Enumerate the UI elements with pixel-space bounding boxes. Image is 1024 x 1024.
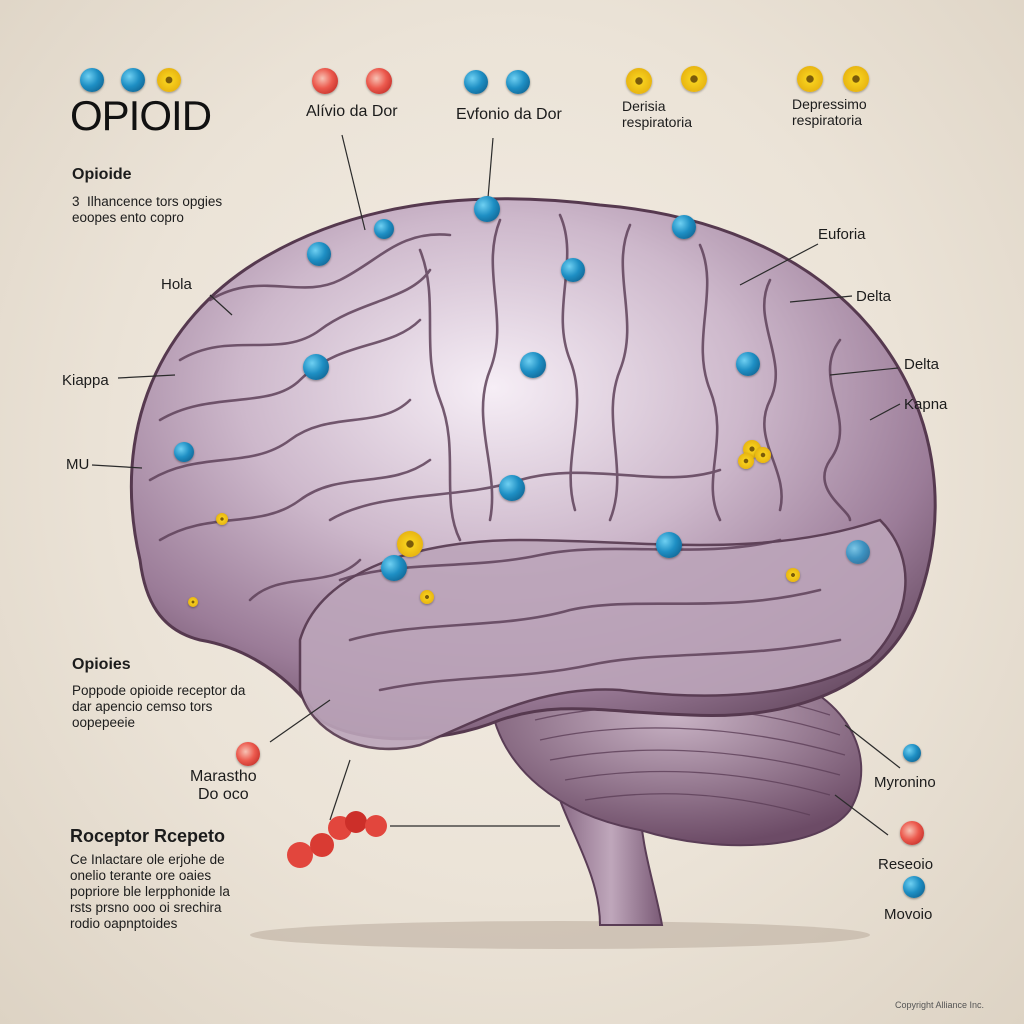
receptor-dot: [307, 242, 331, 266]
receptor-dot: [303, 354, 329, 380]
receptor-line1: Ce Inlactare ole erjohe de: [70, 852, 225, 867]
marker-line2: Do oco: [198, 786, 249, 803]
section-line2: eoopes ento copro: [72, 210, 184, 225]
label-depresia-line1: Derisia: [622, 98, 666, 114]
receptor-dot: [216, 513, 228, 525]
legend-dot-red-1: [312, 68, 338, 94]
legend-dot-blue-3: [464, 70, 488, 94]
section-heading-opioide: Opioide: [72, 166, 132, 183]
label-depresia-line2: respiratoria: [622, 114, 693, 130]
label-kappa: Kiappa: [62, 372, 109, 389]
receptor-dot: [520, 352, 546, 378]
copyright-text: Copyright Alliance Inc.: [894, 1000, 984, 1010]
mid-line1: Poppode opioide receptor da: [72, 683, 246, 698]
receptor-dot: [656, 532, 682, 558]
receptor-dot: [381, 555, 407, 581]
legend-dot-yellow-5: [843, 66, 869, 92]
label-euforia: Euforia: [818, 226, 866, 243]
label-mu: MU: [66, 456, 90, 473]
label-depressimo: Depressimo respiratoria: [792, 96, 867, 128]
receptor-dot: [374, 219, 394, 239]
mid-line3: oopepeeie: [72, 715, 136, 730]
cerebellum-folds: [534, 685, 846, 816]
label-kapna: Kapna: [904, 396, 948, 413]
label-depressimo-line1: Depressimo: [792, 96, 867, 112]
label-movoio: Movoio: [884, 906, 933, 923]
label-marker: Marastho Do oco: [190, 768, 257, 804]
legend-dot-yellow-3: [681, 66, 707, 92]
receptor-dot: [786, 568, 800, 582]
temporal-lobe: [298, 518, 907, 751]
receptor-dot: [397, 531, 423, 557]
receptor-dot: [846, 540, 870, 564]
label-depressimo-line2: respiratoria: [792, 112, 863, 128]
receptor-dot: [672, 215, 696, 239]
section-text-opioies: Poppode opioide receptor da dar apencio …: [72, 683, 245, 731]
receptor-line2: onelio terante ore oaies: [70, 868, 212, 883]
receptor-dot: [499, 475, 525, 501]
label-depresia: Derisia respiratoria: [622, 98, 692, 130]
legend-dot-yellow-4: [797, 66, 823, 92]
legend-dot-blue-1: [80, 68, 104, 92]
section-text-opioide: 3 Ilhancence tors opgies eoopes ento cop…: [72, 194, 222, 226]
label-alivio: Alívio da Dor: [306, 103, 398, 120]
label-euforia-top: Evfonio da Dor: [456, 106, 562, 123]
marker-dot-red: [900, 821, 924, 845]
legend-dot-yellow-1: [157, 68, 181, 92]
receptor-line5: rodio oapnptoides: [70, 916, 178, 931]
receptor-line4: rsts prsno ooo oi srechira: [70, 900, 222, 915]
receptor-dot: [736, 352, 760, 376]
section-heading-receptor: Roceptor Rcepeto: [70, 826, 226, 846]
receptor-cluster-red: [287, 811, 387, 868]
label-delta-1: Delta: [856, 288, 892, 305]
marker-dot-blue: [903, 744, 921, 762]
receptor-dot: [174, 442, 194, 462]
floor-shadow: [250, 921, 870, 949]
brain-stem: [558, 799, 664, 926]
label-delta-2: Delta: [904, 356, 940, 373]
receptor-dot: [474, 196, 500, 222]
receptor-dot: [755, 447, 771, 463]
marker-line1: Marastho: [190, 768, 257, 785]
legend-dot-blue-2: [121, 68, 145, 92]
section-heading-opioies: Opioies: [72, 656, 131, 673]
receptor-dot: [420, 590, 434, 604]
label-myronino: Myronino: [874, 774, 936, 791]
label-hola: Hola: [161, 276, 192, 293]
marker-dot-red: [236, 742, 260, 766]
section-prefix: 3: [72, 194, 80, 209]
receptor-line3: popriore ble lerpphonide la: [70, 884, 230, 899]
marker-dot-blue: [903, 876, 925, 898]
receptor-dot: [561, 258, 585, 282]
legend-dot-red-2: [366, 68, 392, 94]
section-line1: Ilhancence tors opgies: [87, 194, 223, 209]
legend-dot-blue-4: [506, 70, 530, 94]
receptor-dot: [738, 453, 754, 469]
leader-lines: [91, 134, 901, 836]
label-reseoio: Reseoio: [878, 856, 934, 873]
section-text-receptor: Ce Inlactare ole erjohe de onelio terant…: [70, 852, 230, 932]
mid-line2: dar apencio cemso tors: [72, 699, 213, 714]
legend-dot-yellow-2: [626, 68, 652, 94]
page-title: OPIOID: [70, 92, 212, 139]
receptor-dot: [188, 597, 198, 607]
